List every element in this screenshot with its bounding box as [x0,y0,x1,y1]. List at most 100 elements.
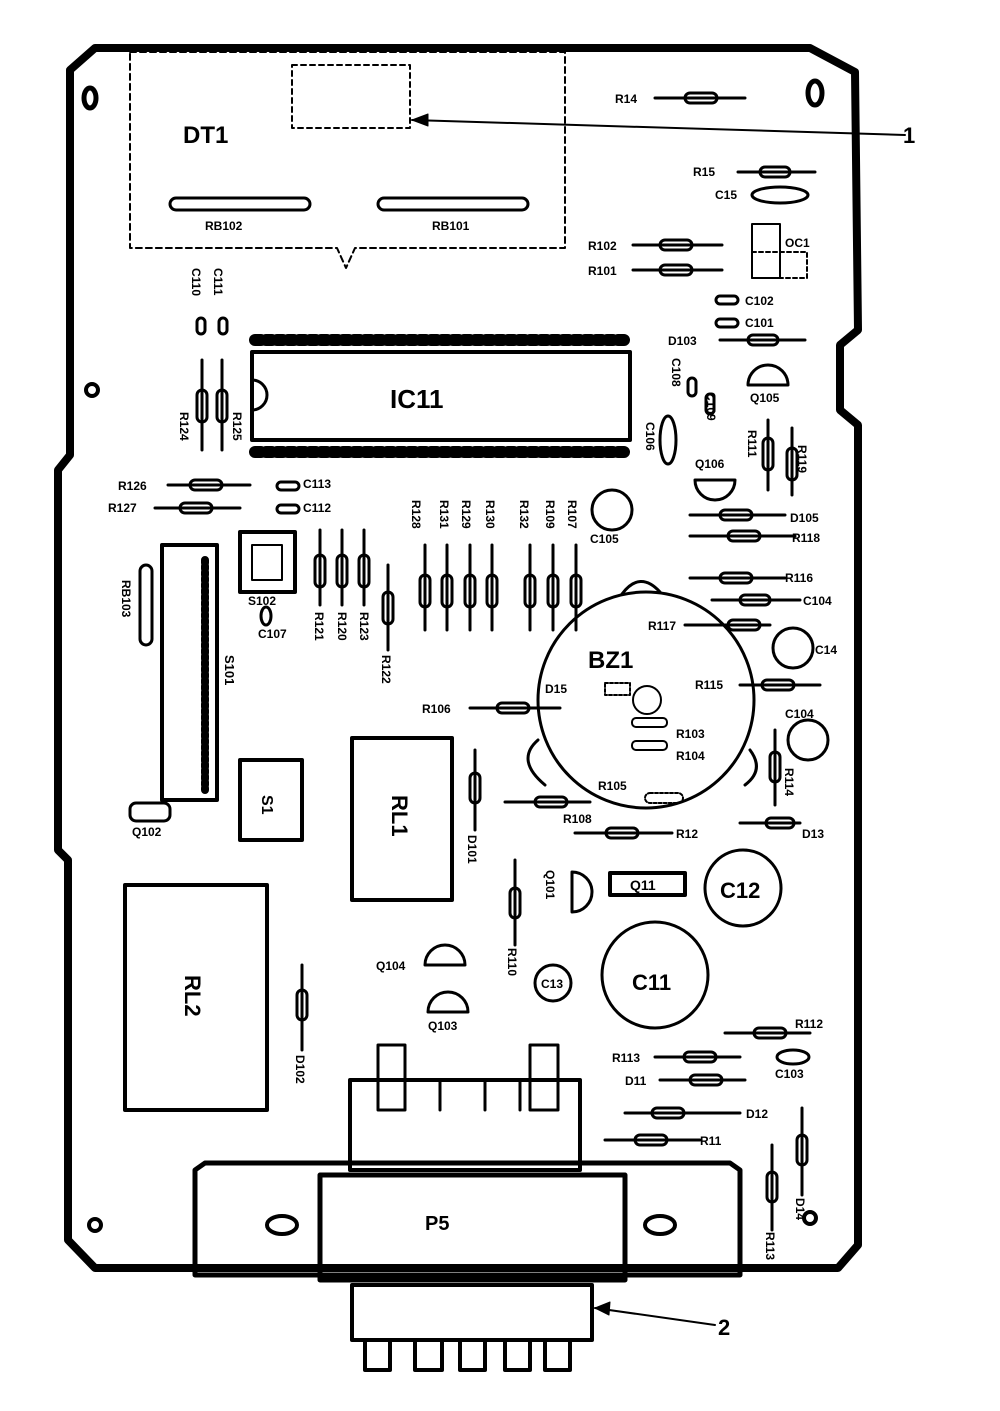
label-d14: D14 [793,1198,807,1220]
label-s1: S1 [258,795,275,815]
bz1-internal-parts [604,682,684,804]
label-d102: D102 [293,1055,307,1084]
label-r15: R15 [693,165,715,179]
label-r119: R119 [795,445,809,473]
label-c107: C107 [258,627,287,641]
s1-body [238,758,304,842]
ic11-notch [250,378,269,412]
label-c101: C101 [745,316,774,330]
label-c108: C108 [669,358,683,387]
label-c110: C110 [189,268,203,296]
board-outline [54,44,862,1272]
label-r113b: R113 [763,1232,777,1260]
c104b-body [786,718,830,762]
label-r102: R102 [588,239,617,253]
label-c112: C112 [303,501,331,515]
oc1-dash [751,251,808,279]
label-r120: R120 [335,612,349,641]
label-c113: C113 [303,477,331,491]
ic11-body [250,350,632,442]
label-r14: R14 [615,92,637,106]
s102-inner [251,544,283,581]
label-r127: R127 [108,501,137,515]
label-ic11: IC11 [390,384,444,414]
callout1-arrowhead [411,113,429,127]
label-d103: D103 [668,334,697,348]
label-r110: R110 [505,948,519,976]
label-oc1: OC1 [785,236,810,250]
bz1-tab-left [526,738,547,787]
rl1-body [350,736,454,902]
label-callout1: 1 [903,123,915,148]
p5-base [350,1283,594,1342]
label-r118: R118 [792,531,820,545]
p5-slot-left [265,1214,299,1236]
c12-body [703,848,783,928]
q106-body [693,478,737,502]
callout2-line [594,1307,716,1326]
label-q102: Q102 [132,825,162,839]
component-labels: DT1 RB102 RB101 IC11 BZ1 RL1 RL2 P5 Q11 … [108,92,915,1340]
label-rb103: RB103 [119,580,133,618]
label-p5: P5 [425,1213,449,1235]
label-d11: D11 [625,1074,647,1088]
p5-pins [363,1338,572,1372]
bz1-tab-top [620,580,662,596]
rl2-body [123,883,269,1112]
label-r128: R128 [409,500,423,529]
label-r121: R121 [312,612,326,641]
dt1-outline [129,51,566,269]
callout2-arrowhead [594,1301,611,1316]
c13-body [533,963,573,1003]
small-cap-group [195,185,811,1066]
label-r115: R115 [695,678,723,692]
mount-hole-bl [87,1217,103,1233]
label-c111: C111 [211,268,225,296]
label-d12: D12 [746,1107,768,1121]
label-c109: C109 [704,392,718,421]
label-r104: R104 [676,749,705,763]
label-r129: R129 [459,500,473,529]
p5-bracket [348,1078,582,1172]
label-c106: C106 [643,422,657,451]
label-r132: R132 [517,500,531,529]
resistor-v-group [195,358,809,1232]
label-r131: R131 [437,500,451,529]
c11-body [600,920,710,1030]
label-r126: R126 [118,479,147,493]
callout1-line [411,119,906,136]
c14-body [771,626,815,670]
label-q106: Q106 [695,457,725,471]
label-rl2: RL2 [180,975,205,1017]
label-c102: C102 [745,294,774,308]
p5-tabs [376,1043,560,1112]
label-c15: C15 [715,188,737,202]
label-q105: Q105 [750,391,780,405]
label-r112: R112 [795,1017,823,1031]
label-d13: D13 [802,827,824,841]
label-callout2: 2 [718,1315,730,1340]
label-r101: R101 [588,264,617,278]
c105-body [590,488,634,532]
label-c104b: C104 [785,707,814,721]
label-d101: D101 [465,835,479,864]
label-rb102: RB102 [205,219,243,233]
label-d105: D105 [790,511,819,525]
label-r106: R106 [422,702,451,716]
label-r124: R124 [177,412,191,441]
label-r111: R111 [745,430,759,458]
label-rl1: RL1 [387,795,412,837]
label-r113a: R113 [612,1051,640,1065]
q105-body [746,363,790,387]
q103-body [426,990,470,1014]
label-r130: R130 [483,500,497,529]
dt1-window [291,64,411,129]
label-r109: R109 [543,500,557,529]
label-c11: C11 [632,970,671,995]
rb101-bar [376,196,530,212]
label-r122: R122 [379,655,393,684]
label-q104: Q104 [376,959,406,973]
label-c104a: C104 [803,594,832,608]
label-r114: R114 [782,768,796,796]
mount-hole-tr [805,78,825,108]
